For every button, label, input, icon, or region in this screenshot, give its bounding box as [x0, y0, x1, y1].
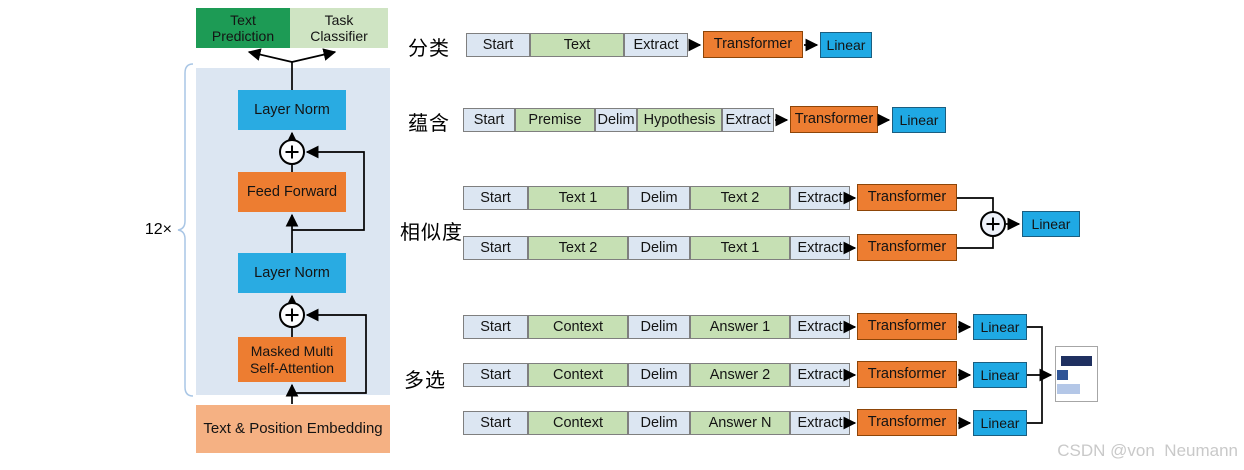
task-classifier-head: Task Classifier: [290, 8, 388, 48]
token-cell: Extract: [624, 33, 688, 57]
prob-bar-middle: [1057, 370, 1068, 380]
token-cell: Start: [463, 186, 528, 210]
similarity-add-icon: [980, 211, 1006, 237]
token-cell: Delim: [628, 411, 690, 435]
token-cell: Extract: [790, 186, 850, 210]
token-cell: Start: [466, 33, 530, 57]
token-cell: Start: [463, 315, 528, 339]
token-cell: Start: [463, 363, 528, 387]
token-cell: Extract: [790, 363, 850, 387]
linear-box: Linear: [973, 362, 1027, 388]
token-cell: Answer 1: [690, 315, 790, 339]
token-cell: Text 1: [690, 236, 790, 260]
linear-box: Linear: [1022, 211, 1080, 237]
transformer-box: Transformer: [857, 234, 957, 261]
feed-forward-block: Feed Forward: [238, 172, 346, 212]
token-cell: Start: [463, 236, 528, 260]
repeat-count-label: 12×: [144, 221, 172, 238]
prob-bar-bottom: [1057, 384, 1080, 394]
token-cell: Delim: [628, 363, 690, 387]
token-cell: Context: [528, 363, 628, 387]
task-label-multiple-choice: 多选: [404, 370, 446, 392]
token-cell: Hypothesis: [637, 108, 722, 132]
transformer-box: Transformer: [857, 313, 957, 340]
prob-bar-top: [1061, 356, 1092, 366]
token-cell: Answer 2: [690, 363, 790, 387]
token-cell: Extract: [722, 108, 774, 132]
token-cell: Context: [528, 315, 628, 339]
text-prediction-head: Text Prediction: [196, 8, 290, 48]
task-label-classification: 分类: [408, 38, 450, 60]
layer-norm-bottom-block: Layer Norm: [238, 253, 346, 293]
token-cell: Context: [528, 411, 628, 435]
token-cell: Start: [463, 411, 528, 435]
token-cell: Extract: [790, 236, 850, 260]
transformer-box: Transformer: [790, 106, 878, 133]
token-cell: Text: [530, 33, 624, 57]
token-cell: Text 1: [528, 186, 628, 210]
token-cell: Delim: [595, 108, 637, 132]
token-cell: Extract: [790, 411, 850, 435]
token-cell: Premise: [515, 108, 595, 132]
watermark: CSDN @von Neumann: [1057, 441, 1238, 460]
transformer-box: Transformer: [703, 31, 803, 58]
transformer-box: Transformer: [857, 184, 957, 211]
transformer-box: Transformer: [857, 409, 957, 436]
token-cell: Extract: [790, 315, 850, 339]
token-cell: Text 2: [690, 186, 790, 210]
linear-box: Linear: [892, 107, 946, 133]
masked-self-attention-block: Masked Multi Self-Attention: [238, 337, 346, 382]
token-cell: Delim: [628, 186, 690, 210]
repeat-brace: [177, 63, 194, 397]
token-cell: Delim: [628, 236, 690, 260]
embedding-block: Text & Position Embedding: [196, 405, 390, 453]
task-label-similarity: 相似度: [400, 222, 463, 244]
linear-box: Linear: [973, 410, 1027, 436]
layer-norm-top-block: Layer Norm: [238, 90, 346, 130]
task-label-entailment: 蕴含: [408, 113, 450, 135]
linear-box: Linear: [973, 314, 1027, 340]
token-cell: Delim: [628, 315, 690, 339]
token-cell: Text 2: [528, 236, 628, 260]
token-cell: Answer N: [690, 411, 790, 435]
linear-box: Linear: [820, 32, 872, 58]
transformer-box: Transformer: [857, 361, 957, 388]
token-cell: Start: [463, 108, 515, 132]
